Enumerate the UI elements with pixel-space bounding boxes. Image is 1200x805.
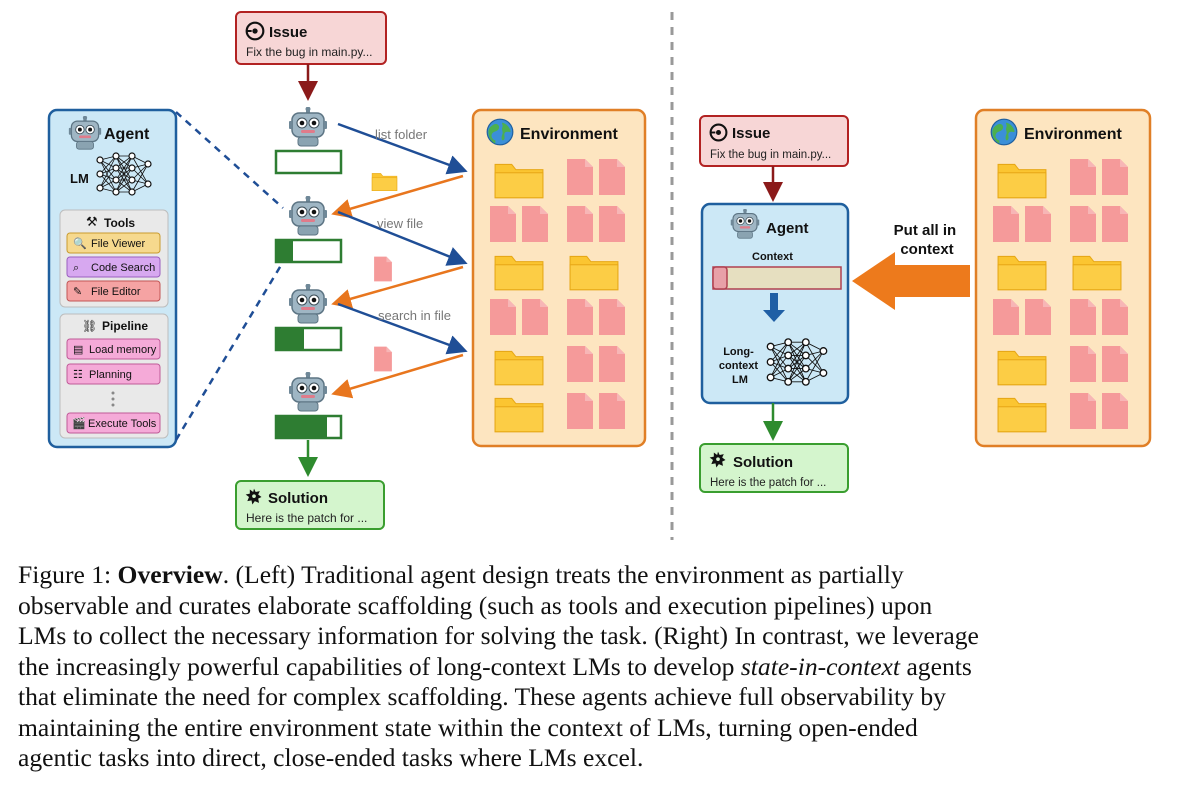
- context-progress-fill: [277, 417, 327, 437]
- code-search-icon: ⌕: [73, 262, 79, 274]
- right-environment-title: Environment: [1024, 126, 1122, 143]
- agent-step-3: [274, 284, 343, 352]
- left-issue-box: Issue Fix the bug in main.py...: [235, 11, 387, 65]
- action-label-list-folder: list folder: [375, 127, 428, 142]
- long-context-lm-label: Long- context LM: [719, 346, 761, 386]
- pipeline-icon: ⛓: [82, 319, 97, 333]
- pipeline-execute-tools-label: Execute Tools: [88, 418, 157, 430]
- tools-icon: ⚒: [86, 214, 98, 229]
- lm-label-line-1: Long-: [723, 346, 754, 358]
- lm-label-line-2: context: [719, 360, 758, 372]
- observation-arrow-3: [331, 353, 464, 399]
- pipeline-load-memory-label: Load memory: [89, 344, 157, 356]
- robot-icon: [288, 284, 328, 324]
- zoom-line-top: [175, 111, 284, 209]
- right-issue-title: Issue: [732, 125, 770, 142]
- right-issue-box: Issue Fix the bug in main.py...: [699, 115, 849, 167]
- action-arrow-view-file: [337, 210, 468, 266]
- pipeline-planning-label: Planning: [89, 369, 132, 381]
- right-issue-text: Fix the bug in main.py...: [710, 149, 831, 161]
- left-agent-card: Agent LM ⚒ Tools 🔍 File Viewer ⌕ Code Se…: [47, 108, 178, 449]
- context-progress-bar: [274, 149, 343, 175]
- agent-step-2: [274, 196, 343, 264]
- pipeline-title: Pipeline: [102, 319, 148, 333]
- caption-line-4: the increasingly powerful capabilities o…: [18, 652, 1183, 683]
- caption-line-7: agentic tasks into direct, close-ended t…: [18, 743, 644, 772]
- context-label: Context: [752, 251, 793, 263]
- tool-code-search-label: Code Search: [91, 262, 155, 274]
- context-progress-fill: [277, 241, 293, 261]
- action-label-view-file: view file: [377, 216, 423, 231]
- put-label-line-1: Put all in: [894, 222, 957, 239]
- action-arrow-search-in-file: [337, 302, 468, 355]
- folder-icon: [371, 173, 398, 191]
- left-issue-text: Fix the bug in main.py...: [246, 45, 373, 59]
- right-solution-title: Solution: [733, 454, 793, 471]
- pipeline-ellipsis: [111, 391, 115, 407]
- caption-line-4b: agents: [906, 651, 972, 681]
- context-fill: [712, 266, 728, 290]
- right-solution-text: Here is the patch for ...: [710, 477, 826, 489]
- figure-diagram: Issue Fix the bug in main.py... Agent LM…: [47, 11, 1152, 540]
- lm-label-line-3: LM: [732, 374, 748, 386]
- put-label-line-2: context: [900, 241, 953, 258]
- tools-title: Tools: [104, 216, 135, 230]
- file-icon: [374, 256, 392, 282]
- caption-line-1: Figure 1: Overview. (Left) Traditional a…: [18, 560, 1183, 591]
- pipeline-planning: [66, 363, 161, 385]
- left-solution-title: Solution: [268, 490, 328, 507]
- caption-line-5: that eliminate the need for complex scaf…: [18, 682, 946, 711]
- context-progress-fill: [277, 329, 304, 349]
- caption-line-3: LMs to collect the necessary information…: [18, 621, 979, 650]
- context-window: [712, 266, 842, 290]
- caption-line-4a: the increasingly powerful capabilities o…: [18, 651, 735, 681]
- tool-file-viewer: [66, 232, 161, 254]
- robot-icon: [288, 196, 328, 236]
- tool-file-editor: [66, 280, 161, 302]
- agent-step-1: [274, 107, 343, 175]
- globe-icon: [990, 118, 1018, 146]
- robot-icon: [288, 372, 328, 412]
- tool-code-search: [66, 256, 161, 278]
- file-icon: [374, 346, 392, 372]
- put-in-context-arrow: [852, 252, 970, 310]
- tool-file-viewer-label: File Viewer: [91, 238, 146, 250]
- left-agent-lm-label: LM: [70, 171, 89, 186]
- left-solution-box: Solution Here is the patch for ...: [235, 480, 385, 530]
- tool-file-editor-label: File Editor: [91, 286, 141, 298]
- caption-italic-term: state-in-context: [740, 651, 901, 681]
- left-environment: Environment: [471, 108, 647, 448]
- caption-bold-title: Overview: [117, 560, 223, 589]
- figure-caption: Figure 1: Overview. (Left) Traditional a…: [18, 560, 1183, 774]
- caption-line-6: maintaining the entire environment state…: [18, 712, 918, 742]
- pipeline-execute-tools: [66, 412, 161, 434]
- pipeline-load-memory: [66, 338, 161, 360]
- memory-icon: ▤: [73, 344, 83, 356]
- zoom-line-bottom: [174, 261, 285, 441]
- action-label-search-in-file: search in file: [378, 308, 451, 323]
- agent-step-4: [274, 372, 343, 440]
- robot-icon: [288, 107, 328, 147]
- left-issue-title: Issue: [269, 24, 307, 41]
- execute-icon: 🎬: [72, 417, 86, 430]
- file-viewer-icon: 🔍: [73, 236, 87, 250]
- file-editor-icon: ✎: [73, 286, 82, 298]
- action-arrow-list-folder: [337, 122, 468, 175]
- caption-label: Figure 1:: [18, 560, 112, 589]
- globe-icon: [486, 118, 514, 146]
- left-solution-text: Here is the patch for ...: [246, 511, 367, 525]
- put-in-context-label: Put all in context: [894, 222, 961, 258]
- right-agent-card: Agent Context Long- context LM: [700, 202, 850, 405]
- left-environment-title: Environment: [520, 126, 618, 143]
- caption-line-2: observable and curates elaborate scaffol…: [18, 590, 933, 620]
- left-agent-title: Agent: [104, 126, 150, 143]
- planning-icon: ☷: [73, 369, 83, 381]
- observation-arrow-1: [331, 174, 464, 219]
- observation-arrow-2: [331, 265, 464, 309]
- context-down-arrow: [763, 293, 785, 322]
- right-solution-box: Solution Here is the patch for ...: [699, 443, 849, 493]
- right-environment: Environment: [974, 108, 1152, 448]
- right-agent-title: Agent: [766, 220, 809, 237]
- caption-line-1-rest: . (Left) Traditional agent design treats…: [222, 560, 904, 589]
